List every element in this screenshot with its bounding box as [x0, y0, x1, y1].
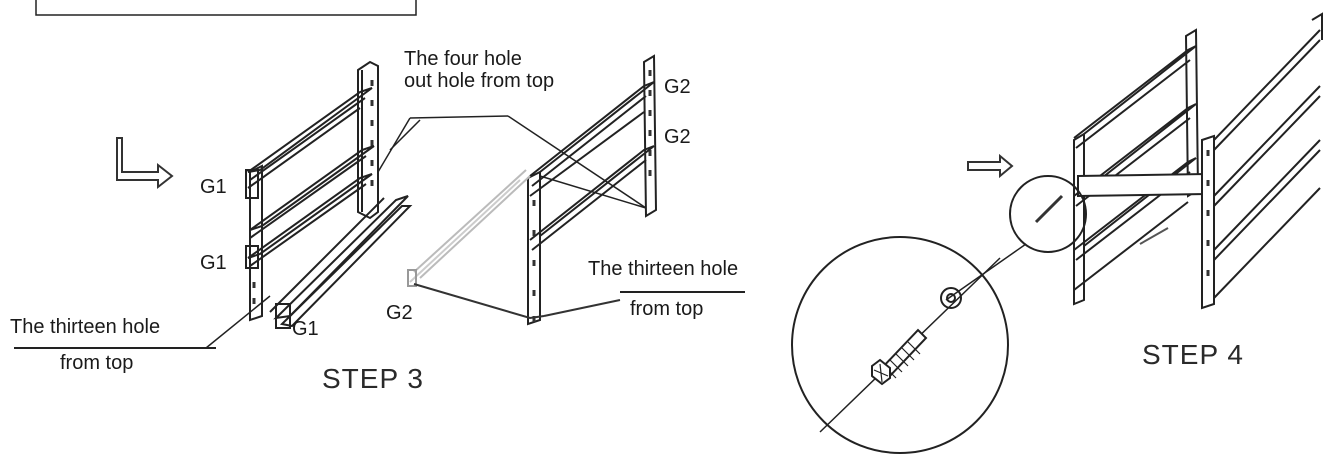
frame-box — [35, 0, 417, 16]
callout-thirteen-left-lines — [14, 295, 271, 349]
left-rack — [245, 60, 413, 329]
g1-bottom-label: G1 — [292, 318, 319, 340]
callout-thirteen-right-line2: from top — [630, 298, 704, 320]
callout-thirteen-left-line2: from top — [60, 352, 134, 374]
detail-marker-circle — [1009, 175, 1087, 253]
g2-mid-label: G2 — [664, 126, 691, 148]
g2-top-label: G2 — [664, 76, 691, 98]
callout-thirteen-left-line1: The thirteen hole — [10, 316, 161, 338]
g2-bottom-label: G2 — [386, 302, 413, 324]
step4-label: STEP 4 — [1142, 339, 1244, 370]
right-rack — [407, 54, 658, 326]
right-arrow-icon — [967, 153, 1014, 179]
step4-rack — [1034, 12, 1323, 310]
callout-four-hole-lines — [377, 115, 647, 209]
bent-right-arrow-icon — [116, 137, 174, 190]
callout-four-hole-line2: out hole from top — [404, 70, 555, 92]
g1-top-label: G1 — [200, 176, 227, 198]
screw-detail-magnifier-icon — [791, 236, 1009, 454]
callout-four-hole-line1: The four hole — [404, 48, 522, 70]
g1-mid-label: G1 — [200, 252, 227, 274]
callout-thirteen-right-line1: The thirteen hole — [588, 258, 739, 280]
step3-label: STEP 3 — [322, 363, 424, 394]
